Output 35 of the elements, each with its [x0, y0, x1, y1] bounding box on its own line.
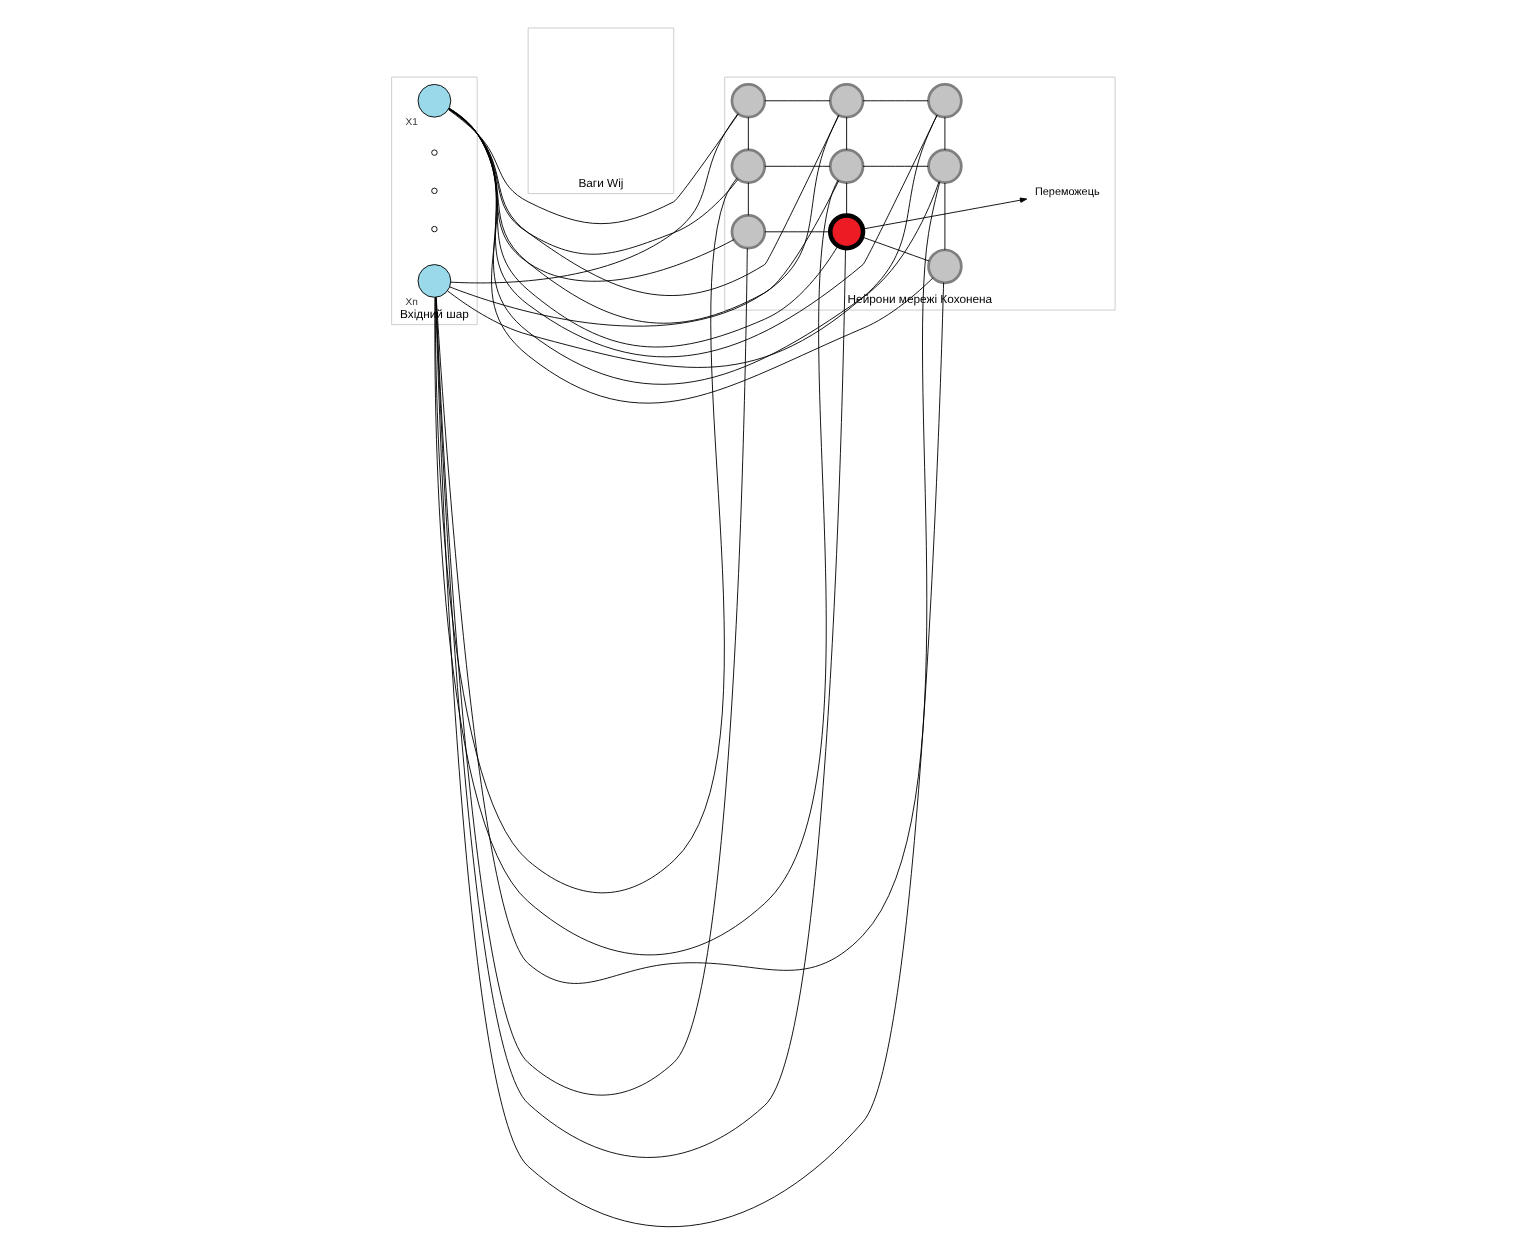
- connector: [435, 282, 945, 1228]
- connector: [944, 182, 946, 251]
- arrow: [862, 197, 1028, 230]
- node-circle: [927, 148, 963, 185]
- node-circle: [417, 83, 452, 118]
- connector: [862, 100, 929, 102]
- connector: [861, 236, 930, 262]
- node-circle: [417, 264, 452, 298]
- connector: [435, 247, 748, 1096]
- node-circle: [730, 214, 767, 250]
- connector: [747, 116, 749, 151]
- connector: [448, 108, 739, 255]
- connector: [434, 179, 839, 956]
- connector: [862, 165, 929, 167]
- connector: [448, 109, 739, 225]
- node-circle: [927, 248, 963, 285]
- connector: [434, 177, 738, 894]
- node-circle: [927, 83, 963, 119]
- connector: [747, 182, 749, 216]
- node-circle: [431, 149, 438, 156]
- connector: [764, 100, 831, 102]
- node-circle: [431, 225, 438, 233]
- node-circle: [431, 187, 438, 195]
- connector: [435, 181, 941, 984]
- connector: [944, 116, 946, 151]
- node-circle: [730, 148, 767, 185]
- connector: [764, 165, 831, 167]
- node-circle: [828, 83, 865, 119]
- connector: [846, 182, 848, 216]
- connector: [764, 231, 831, 233]
- node-circle: [828, 148, 865, 185]
- node-circle: [730, 83, 767, 119]
- connector: [435, 247, 846, 1158]
- node-circle: [827, 213, 866, 251]
- connector: [846, 116, 848, 151]
